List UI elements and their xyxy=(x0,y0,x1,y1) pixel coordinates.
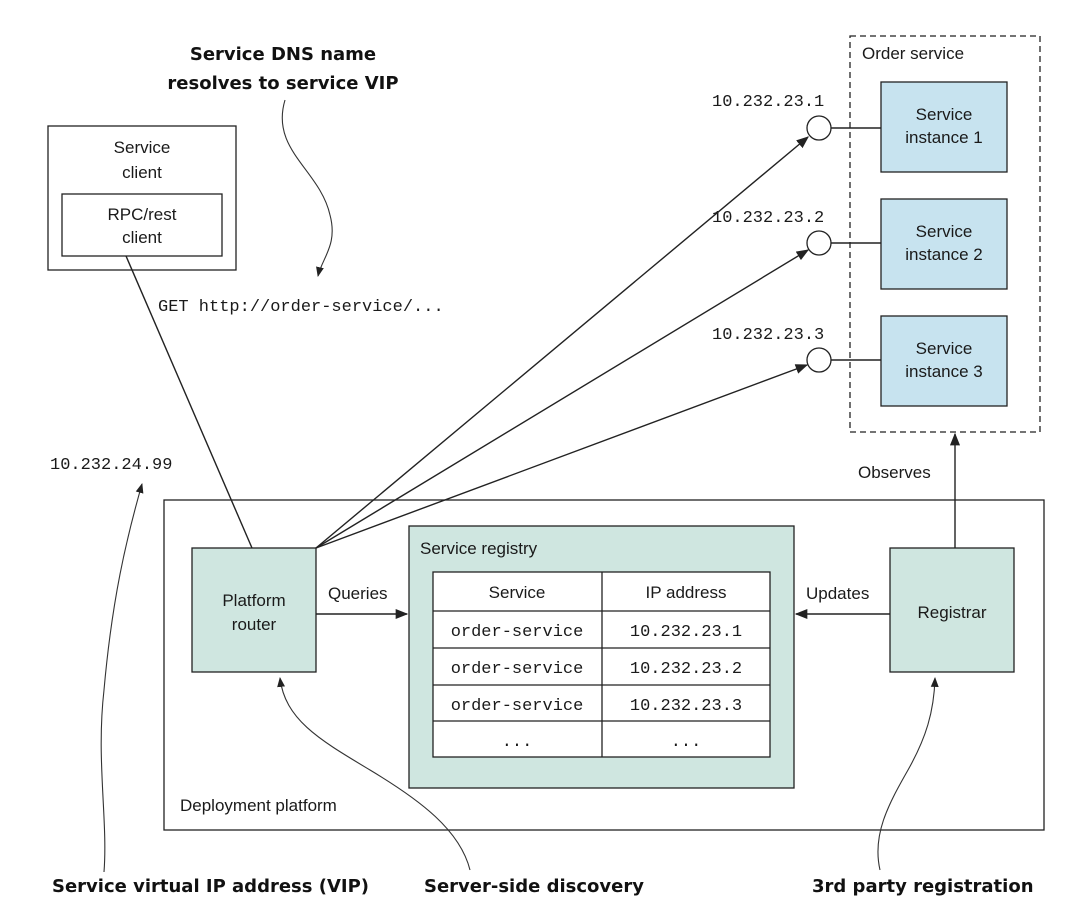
service-instance-2-box xyxy=(880,198,1008,290)
rpc-rest-client-line1: RPC/rest xyxy=(108,205,177,224)
vip-annotation: Service virtual IP address (VIP) xyxy=(52,876,369,897)
service-instance-1-line1: Service xyxy=(916,105,973,124)
registry-header-ip: IP address xyxy=(646,583,727,602)
queries-label: Queries xyxy=(328,584,388,603)
service-registry-title: Service registry xyxy=(420,539,538,558)
registry-cell-service: order-service xyxy=(451,623,584,642)
registry-cell-service: ... xyxy=(502,733,533,752)
server-side-discovery-annotation: Server-side discovery xyxy=(424,876,644,897)
service-client-title-line1: Service xyxy=(114,138,171,157)
service-instance-2-line1: Service xyxy=(916,222,973,241)
service-instance-1-line2: instance 1 xyxy=(905,128,983,147)
registrar-box xyxy=(889,547,1015,673)
registry-cell-ip: 10.232.23.1 xyxy=(630,623,742,642)
service-instance-1-box xyxy=(880,81,1008,173)
registry-cell-ip: ... xyxy=(671,733,702,752)
instance-2-ip: 10.232.23.2 xyxy=(712,209,824,228)
registry-header-service: Service xyxy=(489,583,546,602)
registry-cell-service: order-service xyxy=(451,660,584,679)
service-instance-2-line2: instance 2 xyxy=(905,245,983,264)
instance-2-endpoint-circle xyxy=(806,230,832,256)
registry-table: Service IP address order-service 10.232.… xyxy=(432,571,771,758)
order-service-container xyxy=(849,35,1041,433)
vip-ip-label: 10.232.24.99 xyxy=(50,456,172,475)
third-party-registration-annotation: 3rd party registration xyxy=(812,876,1034,897)
rpc-rest-client-line2: client xyxy=(122,228,162,247)
dns-annotation-line1: Service DNS name xyxy=(190,44,376,65)
client-to-router-line xyxy=(125,255,253,549)
platform-router-line1: Platform xyxy=(222,591,285,610)
registry-cell-ip: 10.232.23.3 xyxy=(630,697,742,716)
instance-3-ip: 10.232.23.3 xyxy=(712,326,824,345)
registrar-label: Registrar xyxy=(918,603,987,622)
router-to-instance-3-arrow xyxy=(315,364,809,549)
platform-router-line2: router xyxy=(232,615,277,634)
service-client-title-line2: client xyxy=(122,163,162,182)
third-party-annotation-pointer xyxy=(877,677,939,871)
order-service-title: Order service xyxy=(862,44,964,63)
deployment-platform-box xyxy=(163,499,1045,831)
service-instance-3-line1: Service xyxy=(916,339,973,358)
vip-annotation-pointer xyxy=(100,483,144,873)
observes-label: Observes xyxy=(858,463,931,482)
instance-3-endpoint-circle xyxy=(806,347,832,373)
dns-annotation-pointer xyxy=(281,99,333,277)
rpc-rest-client-box xyxy=(61,193,223,257)
service-instance-3-box xyxy=(880,315,1008,407)
deployment-platform-label: Deployment platform xyxy=(180,796,337,815)
dns-annotation-line2: resolves to service VIP xyxy=(167,73,398,94)
updates-label: Updates xyxy=(806,584,869,603)
service-instance-3-line2: instance 3 xyxy=(905,362,983,381)
server-side-annotation-pointer xyxy=(277,677,471,871)
registry-cell-ip: 10.232.23.2 xyxy=(630,660,742,679)
registry-cell-service: order-service xyxy=(451,697,584,716)
instance-1-endpoint-circle xyxy=(806,115,832,141)
router-to-instance-2-arrow xyxy=(315,249,810,549)
instance-1-ip: 10.232.23.1 xyxy=(712,93,824,112)
http-request-label: GET http://order-service/... xyxy=(158,298,444,317)
router-to-instance-1-arrow xyxy=(315,136,809,549)
platform-router-box xyxy=(191,547,317,673)
